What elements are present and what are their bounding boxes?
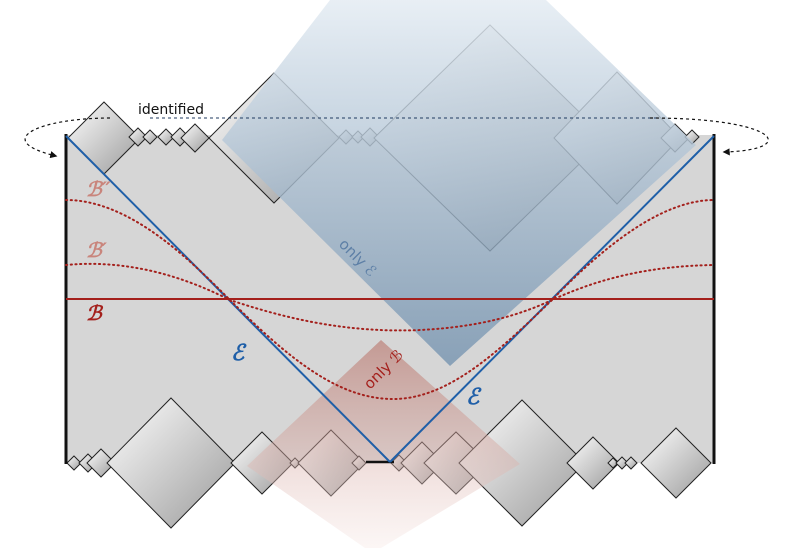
identified-right-arrow xyxy=(649,117,769,156)
e-label-left: ℰ xyxy=(231,340,247,366)
b-double-prime-label: ℬ″ xyxy=(86,177,111,201)
bottom-diamond-3 xyxy=(86,448,116,478)
bottom-diamond-14 xyxy=(607,457,619,469)
b-double-prime-slice xyxy=(65,199,715,401)
bottom-diamond-1 xyxy=(66,455,82,471)
bottom-diamond-16 xyxy=(624,456,638,470)
e-label-right: ℰ xyxy=(466,384,482,410)
only-e-wedge xyxy=(222,0,696,366)
identified-left-arrow xyxy=(24,117,111,159)
only-b-wedge xyxy=(247,340,520,548)
top-diamond-2 xyxy=(128,127,148,147)
bottom-diamond-17 xyxy=(640,427,712,499)
b-prime-label: ℬ′ xyxy=(86,238,108,262)
identified-label: identified xyxy=(138,102,204,118)
b-label: ℬ xyxy=(86,301,104,325)
b-prime-slice xyxy=(65,262,715,332)
bottom-diamond-4 xyxy=(106,397,236,529)
top-diamond-4 xyxy=(157,128,175,146)
bottom-diamond-13 xyxy=(566,436,620,490)
bottom-diamond-15 xyxy=(615,456,629,470)
top-diamond-3 xyxy=(142,129,158,145)
top-diamond-6 xyxy=(180,123,210,153)
